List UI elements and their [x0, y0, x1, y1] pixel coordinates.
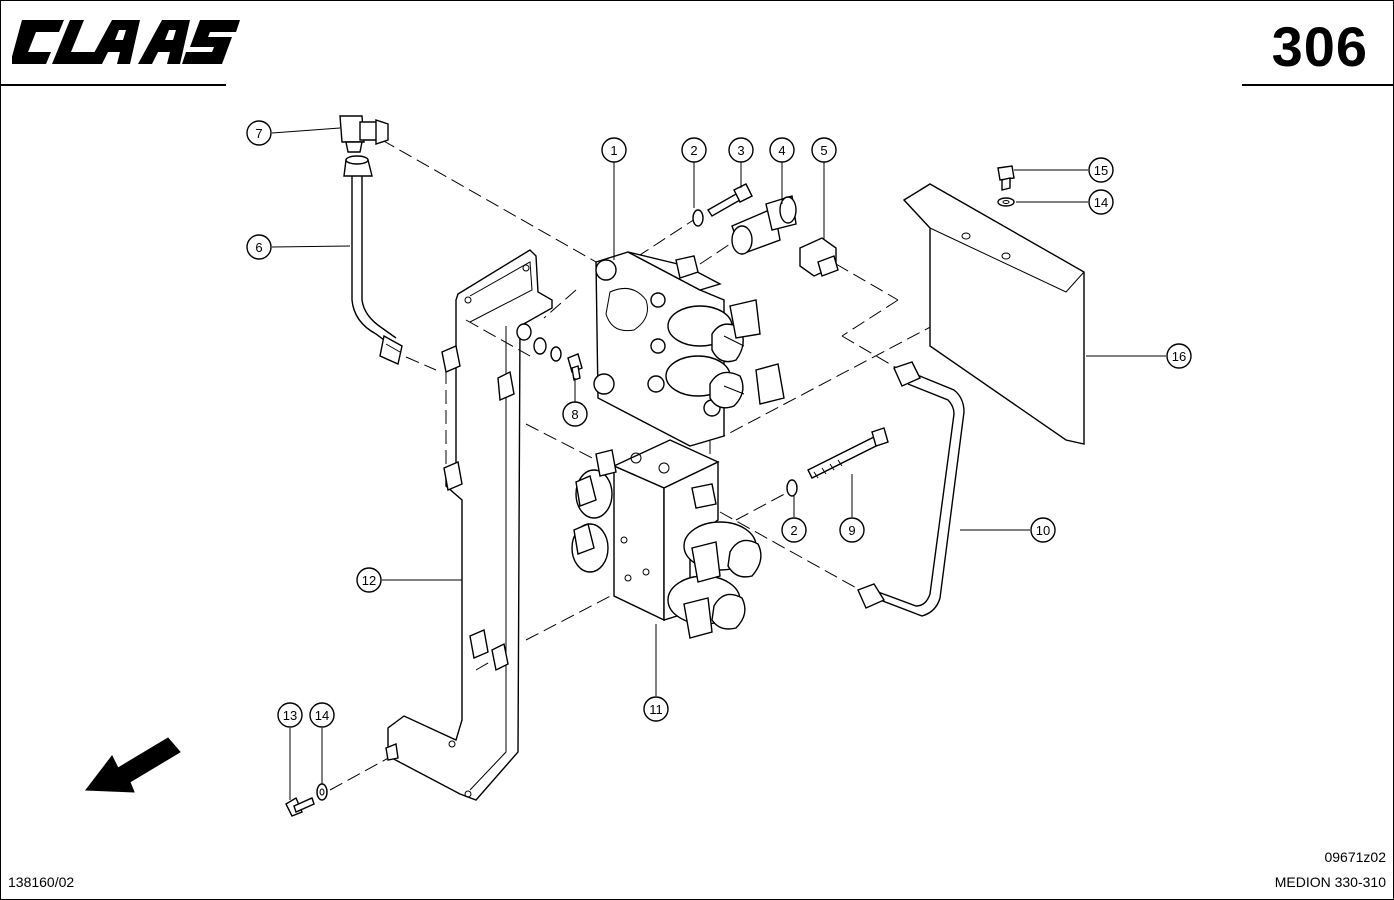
callout-leaders — [271, 127, 1166, 800]
callout-9: 9 — [839, 517, 865, 543]
drawing-code: 09671z02 — [1324, 849, 1386, 865]
callout-8: 8 — [562, 401, 588, 427]
document-number: 138160/02 — [8, 874, 75, 890]
valve-block-upper — [593, 251, 785, 447]
screw-washer-upper — [997, 165, 1015, 207]
screw-washer-lower — [285, 783, 328, 817]
svg-text:9: 9 — [848, 523, 855, 538]
svg-text:4: 4 — [778, 143, 785, 158]
svg-text:2: 2 — [690, 143, 697, 158]
callout-6: 6 — [246, 234, 272, 260]
header-rule-right — [1242, 84, 1394, 86]
bolt-washer-set-8 — [516, 323, 583, 381]
o-ring-lower — [786, 479, 798, 497]
svg-text:10: 10 — [1036, 523, 1050, 538]
svg-text:1: 1 — [610, 143, 617, 158]
svg-text:15: 15 — [1094, 163, 1108, 178]
callout-14-lower: 14 — [309, 702, 335, 728]
claas-logo — [12, 20, 240, 64]
mounting-bracket — [385, 249, 553, 801]
direction-arrow-icon — [85, 737, 181, 793]
callout-13: 13 — [277, 702, 303, 728]
callout-12: 12 — [356, 567, 382, 593]
callout-2-upper: 2 — [681, 137, 707, 163]
pipe-right — [857, 361, 965, 617]
bolt-3 — [707, 183, 753, 217]
callout-15: 15 — [1088, 157, 1114, 183]
svg-text:3: 3 — [737, 143, 744, 158]
callout-16: 16 — [1166, 343, 1192, 369]
svg-text:11: 11 — [649, 702, 663, 717]
header-rule-left — [0, 84, 226, 86]
svg-text:6: 6 — [255, 240, 262, 255]
t-fitting — [731, 195, 797, 255]
svg-text:12: 12 — [362, 573, 376, 588]
callout-1: 1 — [601, 137, 627, 163]
callout-3: 3 — [728, 137, 754, 163]
svg-text:13: 13 — [283, 708, 297, 723]
callout-14-upper: 14 — [1088, 189, 1114, 215]
pipe-left — [343, 155, 403, 365]
callout-11: 11 — [643, 696, 669, 722]
plug-5 — [799, 237, 839, 277]
svg-text:8: 8 — [571, 407, 578, 422]
cover-plate — [902, 183, 1085, 445]
svg-text:16: 16 — [1172, 349, 1186, 364]
svg-text:5: 5 — [820, 143, 827, 158]
long-bolt-9 — [807, 427, 889, 479]
svg-text:14: 14 — [1094, 195, 1108, 210]
o-ring-upper — [692, 209, 704, 227]
svg-text:2: 2 — [790, 523, 797, 538]
callout-2-lower: 2 — [781, 517, 807, 543]
callout-7: 7 — [246, 120, 272, 146]
callout-10: 10 — [1030, 517, 1056, 543]
callout-4: 4 — [769, 137, 795, 163]
svg-text:7: 7 — [255, 126, 262, 141]
elbow-fitting — [339, 115, 389, 153]
svg-text:14: 14 — [315, 708, 329, 723]
page-number: 306 — [1271, 15, 1368, 78]
valve-block-lower — [571, 439, 762, 639]
model-name: MEDION 330-310 — [1274, 874, 1386, 890]
callout-5: 5 — [811, 137, 837, 163]
